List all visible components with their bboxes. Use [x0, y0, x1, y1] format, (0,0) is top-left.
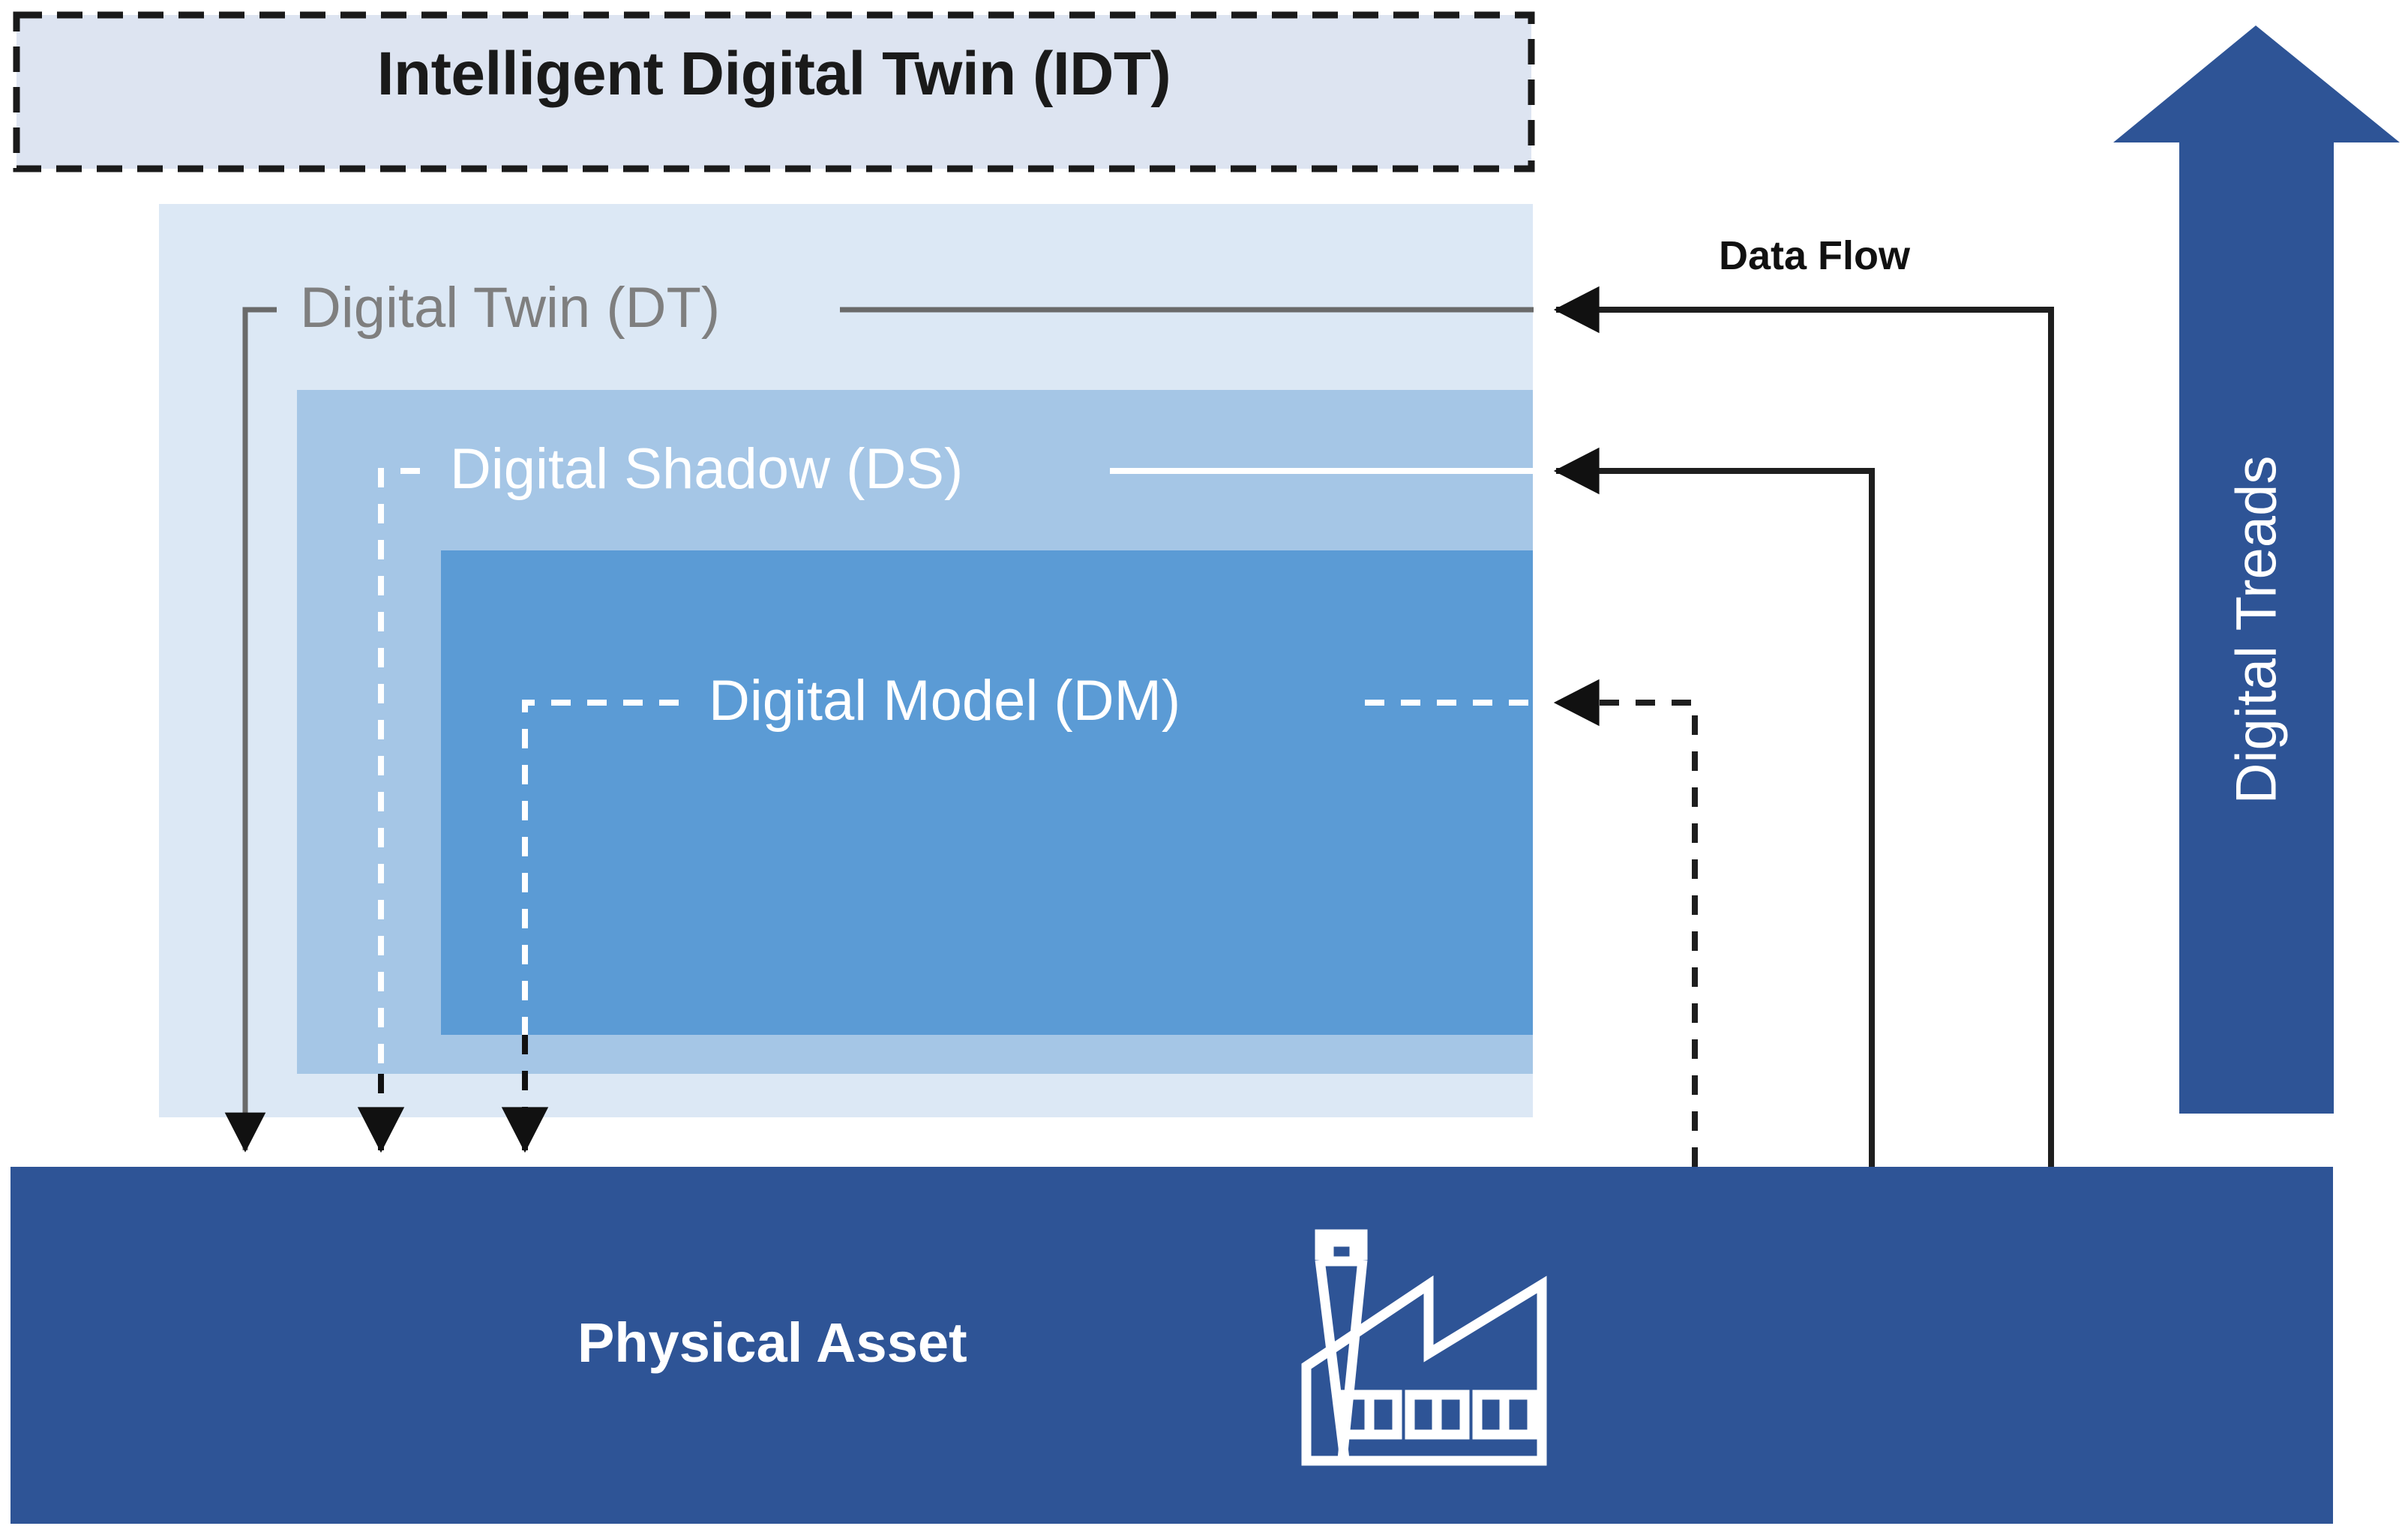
- ds-label: Digital Shadow (DS): [450, 437, 964, 501]
- physical-asset-to-dt-connector: [1553, 286, 2054, 1167]
- dm-label: Digital Model (DM): [709, 669, 1181, 733]
- digital-treads-label: Digital Treads: [2224, 455, 2289, 805]
- idt-label: Intelligent Digital Twin (IDT): [376, 40, 1171, 108]
- dm-to-physical-asset-connector-inner: [522, 700, 679, 1035]
- physical-asset-label: Physical Asset: [577, 1312, 967, 1374]
- physical-asset-to-dm-connector: [1553, 679, 1698, 1167]
- physical-asset-box: [10, 1167, 2333, 1524]
- factory-icon: [1301, 1229, 1547, 1466]
- digital-treads-arrow: [2113, 25, 2400, 1114]
- physical-asset-to-ds-connector: [1553, 447, 1875, 1167]
- ds-to-physical-asset-connector-inner: [378, 468, 420, 1074]
- dt-label: Digital Twin (DT): [300, 276, 721, 340]
- idt-box: [13, 11, 1535, 172]
- data-flow-label: Data Flow: [1719, 233, 1911, 278]
- dt-to-physical-asset-connector: [224, 307, 277, 1153]
- dm-box: [441, 550, 1533, 1035]
